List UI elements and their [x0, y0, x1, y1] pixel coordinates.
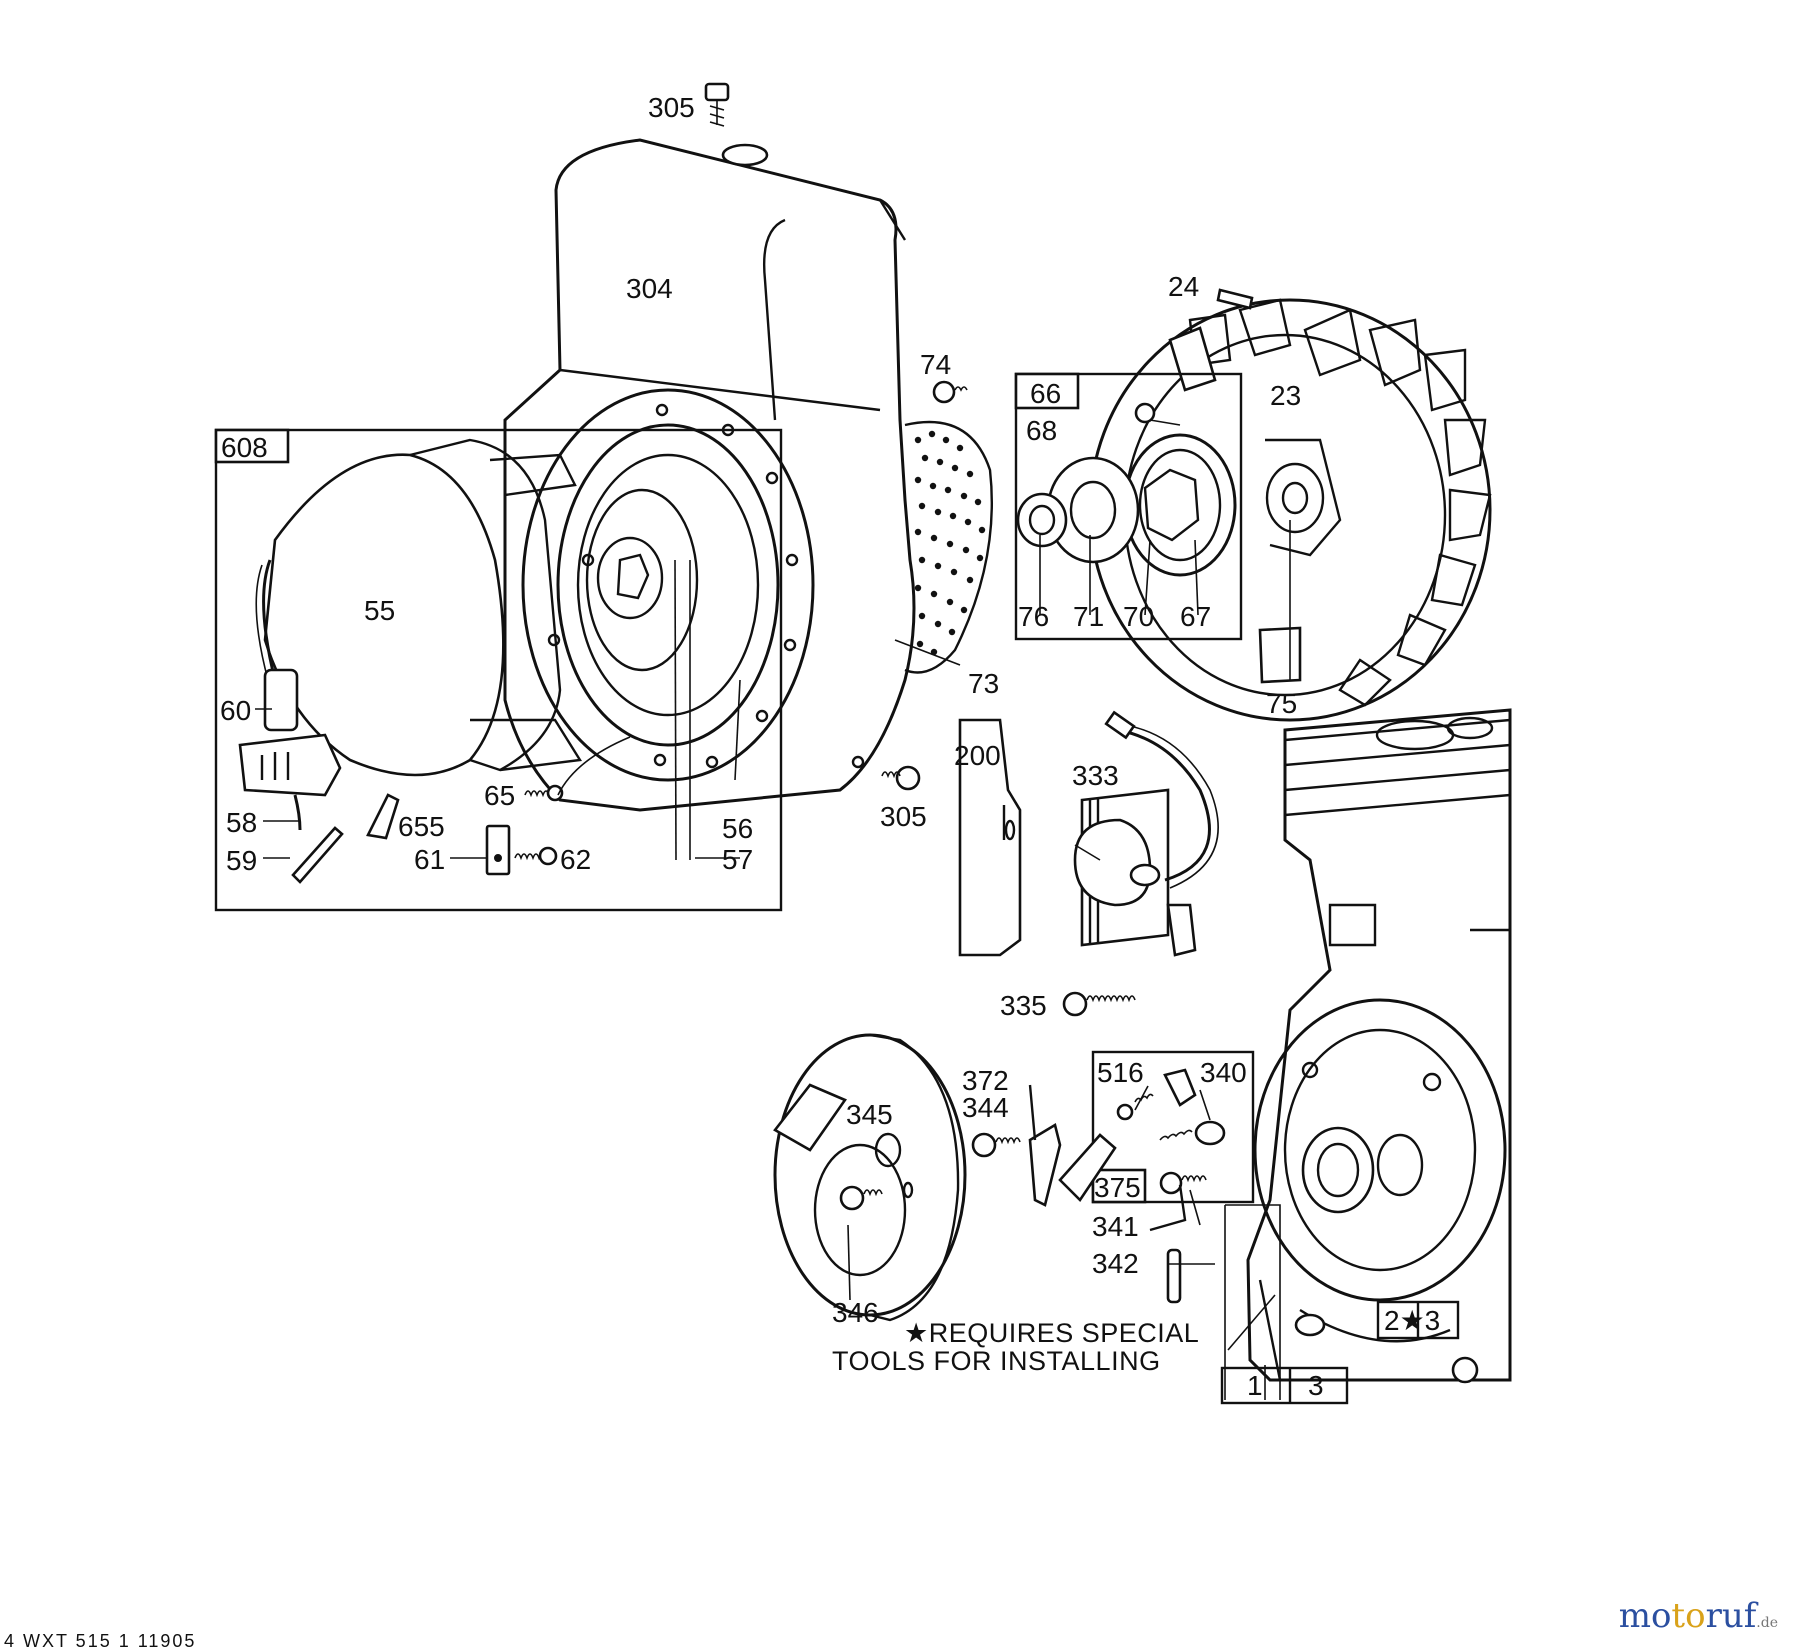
callout-60: 60 [220, 695, 251, 726]
callout-24: 24 [1168, 271, 1199, 302]
callout-655: 655 [398, 811, 445, 842]
callout-608: 608 [221, 432, 268, 463]
callout-346: 346 [832, 1297, 879, 1328]
callout-73: 73 [968, 668, 999, 699]
callout-23: 23 [1270, 380, 1301, 411]
governor-linkage [971, 1050, 1255, 1304]
air-vane-bracket [958, 718, 1022, 957]
callout-62: 62 [560, 844, 591, 875]
armature-coil [1062, 710, 1219, 1017]
small-fasteners [704, 82, 968, 791]
callout-341: 341 [1092, 1211, 1139, 1242]
callout-304: 304 [626, 273, 673, 304]
callout-65: 65 [484, 780, 515, 811]
callout-67: 67 [1180, 601, 1211, 632]
callout-66: 66 [1030, 378, 1061, 409]
note-line-2: TOOLS FOR INSTALLING [832, 1346, 1161, 1376]
engine-callout-boxes [1220, 1204, 1460, 1405]
callout-344: 344 [962, 1092, 1009, 1123]
callout-70: 70 [1123, 601, 1154, 632]
callout-2-star-3: 2★3 [1384, 1305, 1440, 1336]
callout-375: 375 [1094, 1172, 1141, 1203]
callout-372: 372 [962, 1065, 1009, 1096]
starter-assembly-box [214, 428, 783, 912]
callout-200: 200 [954, 740, 1001, 771]
pulley [773, 1033, 967, 1322]
callout-58: 58 [226, 807, 257, 838]
callout-1: 1 [1247, 1370, 1263, 1401]
footer-code: 4 WXT 515 1 11905 [4, 1631, 197, 1651]
blower-housing [503, 138, 916, 861]
callout-56: 56 [722, 813, 753, 844]
callout-342: 342 [1092, 1248, 1139, 1279]
callout-74: 74 [920, 349, 951, 380]
motoruf-watermark-logo: motoruf.de [1618, 1596, 1778, 1636]
installation-note: ★REQUIRES SPECIAL TOOLS FOR INSTALLING [832, 1318, 1199, 1376]
callout-75: 75 [1266, 688, 1297, 719]
callout-305b: 305 [880, 801, 927, 832]
callout-76: 76 [1018, 601, 1049, 632]
callout-57: 57 [722, 844, 753, 875]
callout-345: 345 [846, 1099, 893, 1130]
callout-61: 61 [414, 844, 445, 875]
callout-55: 55 [364, 595, 395, 626]
callout-labels: 305 304 608 55 60 58 59 655 65 61 62 56 … [220, 92, 1440, 1401]
callout-516: 516 [1097, 1057, 1144, 1088]
callout-3: 3 [1308, 1370, 1324, 1401]
callout-71: 71 [1073, 601, 1104, 632]
note-line-1: ★REQUIRES SPECIAL [904, 1318, 1199, 1348]
callout-305a: 305 [648, 92, 695, 123]
callout-59: 59 [226, 845, 257, 876]
callout-335: 335 [1000, 990, 1047, 1021]
callout-333: 333 [1072, 760, 1119, 791]
engine-crankcase [1246, 708, 1512, 1384]
clutch-assembly-box [1014, 372, 1243, 641]
rotating-screen [904, 420, 993, 674]
callout-68: 68 [1026, 415, 1057, 446]
callout-340: 340 [1200, 1057, 1247, 1088]
